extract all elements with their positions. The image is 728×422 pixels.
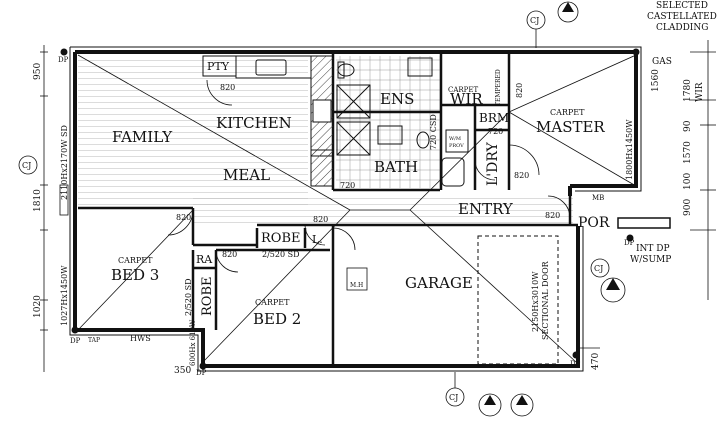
wet-area-fixtures <box>336 57 469 187</box>
bed2-carpet-label: CARPET <box>255 298 290 307</box>
door-720-brm: 720 <box>488 127 503 136</box>
door-820-wir: 820 <box>515 83 524 98</box>
dp-marker-1: DP <box>58 56 69 64</box>
pty-label: PTY <box>207 60 230 73</box>
bath-window-tag: 720 CSD <box>429 114 438 150</box>
master-carpet-label: CARPET <box>550 108 585 117</box>
robe-hall-label: ROBE <box>261 231 301 246</box>
door-820-bed3: 820 <box>176 213 191 222</box>
cj-marker-top: CJ <box>530 16 539 25</box>
brm-label: BRM <box>479 111 509 125</box>
int-dp-note-1: INT DP <box>636 244 670 254</box>
entry-label: ENTRY <box>458 200 514 218</box>
cj-marker-left: CJ <box>22 161 31 170</box>
door-820-pty: 820 <box>220 83 235 92</box>
dim-left-1020: 1020 <box>33 295 43 318</box>
garage-label: GARAGE <box>405 274 473 292</box>
left-dimension-string <box>40 45 69 372</box>
bed3-label: BED 3 <box>111 266 159 284</box>
cladding-note-2: CASTELLATED <box>647 12 717 22</box>
meal-label: MEAL <box>223 166 270 184</box>
mb-marker: MB <box>592 194 604 202</box>
ens-label: ENS <box>380 90 414 108</box>
door-820-linen: 820 <box>313 215 328 224</box>
dp-marker-5: DP <box>624 239 635 247</box>
door-820-entry: 820 <box>545 211 560 220</box>
family-kitchen-floor <box>78 55 308 208</box>
master-label: MASTER <box>536 118 605 136</box>
wm-label: W/M <box>449 136 461 142</box>
int-dp-note-2: W/SUMP <box>630 255 671 265</box>
door-swings <box>167 79 571 273</box>
meter-box <box>346 267 368 291</box>
dim-right-wir: WIR <box>695 82 705 102</box>
internal-walls <box>78 52 578 366</box>
master-window-tag: 1800Hx1450W <box>625 119 634 180</box>
family-label: FAMILY <box>112 128 173 146</box>
family-window-tag: 2110Hx2170W SD <box>60 125 69 200</box>
bed2-label: BED 2 <box>253 310 301 328</box>
wir-label: WIR <box>450 90 483 108</box>
dim-right-90: 90 <box>683 120 693 132</box>
dim-left-350: 350 <box>174 366 191 376</box>
bath-label: BATH <box>374 158 418 176</box>
mh-label: M.H <box>350 282 363 289</box>
por-label: POR <box>578 215 610 231</box>
garage-door-tag-2: SECTIONAL DOOR <box>541 260 550 340</box>
bed3-carpet-label: CARPET <box>118 256 153 265</box>
kitchen-joinery <box>202 55 334 187</box>
dim-right-100: 100 <box>683 173 693 190</box>
dim-right-470: 470 <box>591 353 601 370</box>
wir-carpet-label: CARPET <box>448 86 479 94</box>
door-820-bed2: 820 <box>222 250 237 259</box>
tap-note: TAP <box>88 337 100 344</box>
robe-window-tag: 2/520 SD <box>184 279 193 317</box>
dim-left-1810: 1810 <box>33 189 43 212</box>
gas-note: GAS <box>652 57 672 67</box>
dim-left-950: 950 <box>33 63 43 80</box>
porch-outline <box>617 217 671 229</box>
garage-door-tag: 2150Hx3010W <box>531 271 540 332</box>
bed3-window-tag: 1027Hx1450W <box>60 265 69 326</box>
robe-hall-window-tag: 2/520 SD <box>262 250 300 259</box>
dim-right-900: 900 <box>683 199 693 216</box>
cj-marker-right: CJ <box>594 264 603 273</box>
dim-right-1570: 1570 <box>683 141 693 164</box>
dim-right-1560: 1560 <box>651 69 661 92</box>
section-markers <box>18 1 626 417</box>
external-walls <box>73 50 638 368</box>
tempered-label: TEMPERED <box>495 69 502 106</box>
garage-door <box>477 235 559 365</box>
right-dimension-string <box>580 40 716 349</box>
hip-lines <box>77 54 637 363</box>
bed2-window-tag: 600Hx 610W <box>189 319 197 366</box>
linen-label: L. <box>312 233 323 246</box>
dp-marker-4: DP <box>570 360 581 368</box>
section-arrows <box>484 2 620 405</box>
prov-label: PROV <box>449 143 464 149</box>
external-wall-lines <box>69 46 642 372</box>
downpipes <box>60 48 640 370</box>
dp-marker-3: DP <box>196 369 207 377</box>
robe-bed3-label: ROBE <box>200 277 215 317</box>
ra-label: RA <box>196 253 213 266</box>
dim-right-1780: 1780 <box>683 79 693 102</box>
hws-note: HWS <box>130 334 151 343</box>
cladding-note-3: CLADDING <box>656 23 708 33</box>
cj-marker-bottom: CJ <box>449 393 458 402</box>
kitchen-label: KITCHEN <box>216 114 292 132</box>
door-720-bath: 720 <box>340 181 355 190</box>
dp-marker-2: DP <box>70 337 81 345</box>
ldry-label: L'DRY <box>485 142 501 186</box>
door-820-ldry: 820 <box>514 171 529 180</box>
cladding-note-1: SELECTED <box>656 1 708 11</box>
